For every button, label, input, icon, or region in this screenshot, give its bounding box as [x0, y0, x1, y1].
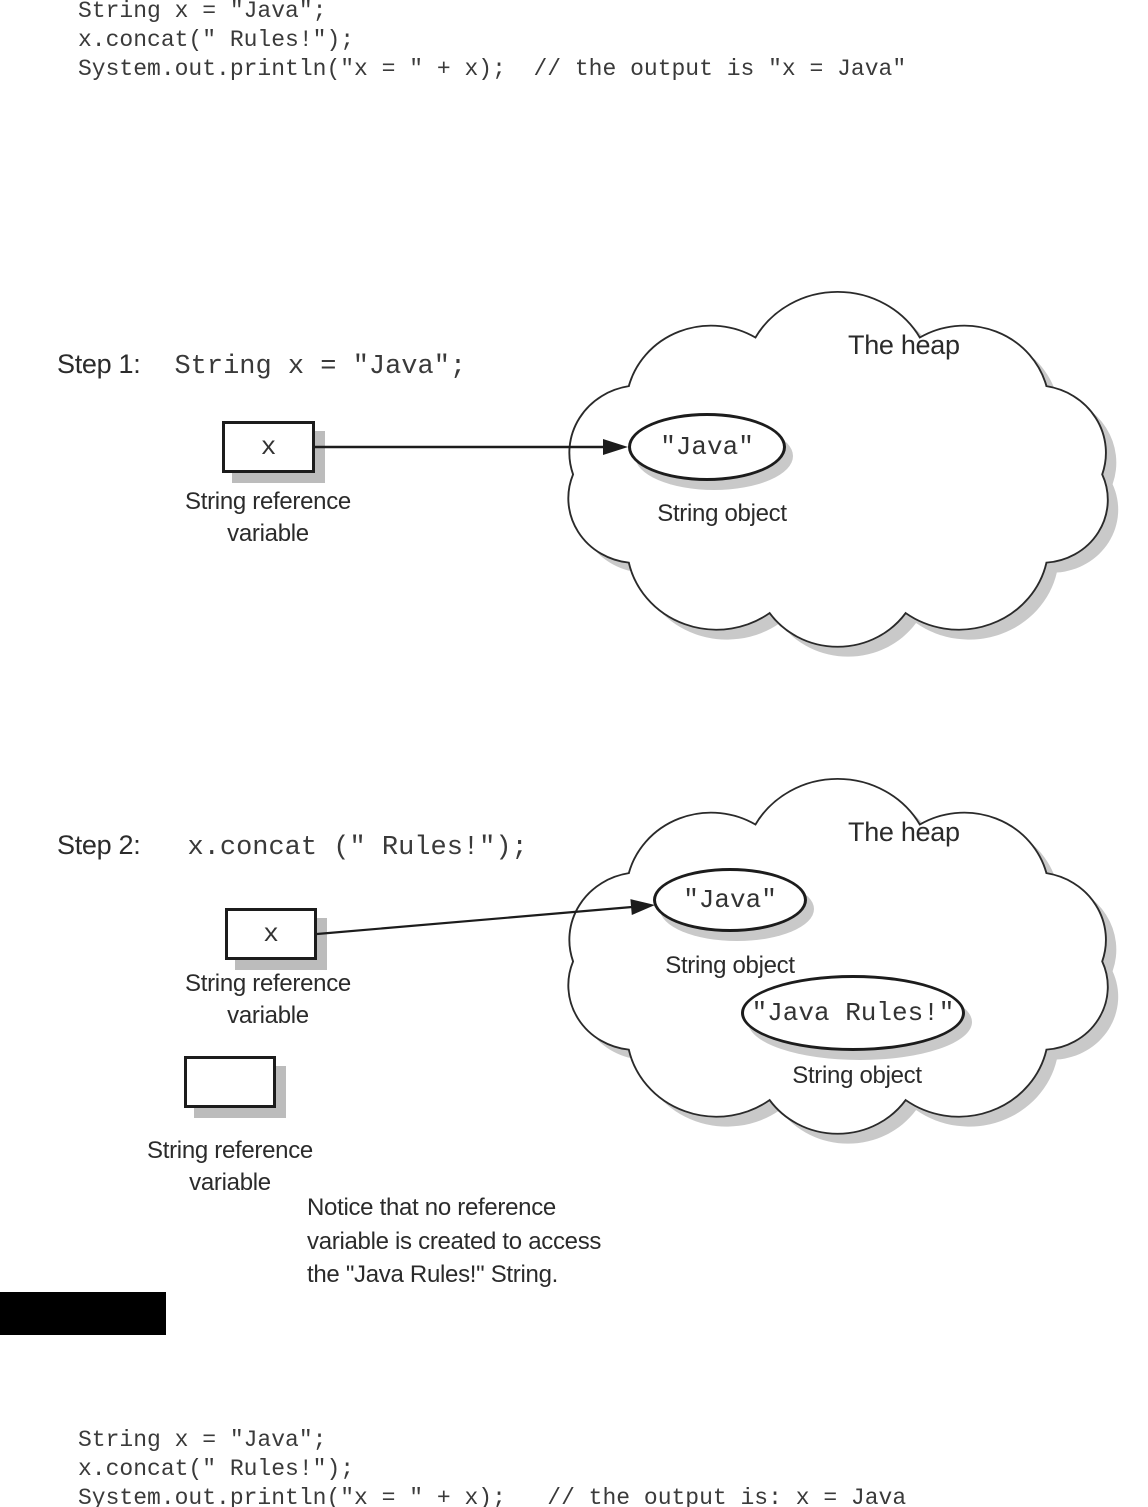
step1-heading: Step 1: String x = "Java"; [57, 349, 466, 382]
step2-string-object-java-rules: "Java Rules!" [741, 975, 965, 1051]
cloud-outline [567, 291, 1109, 648]
step2-reference-box: x [225, 908, 317, 960]
caption-line: variable [189, 1169, 271, 1196]
step2-string-object-java: "Java" [653, 868, 807, 932]
string-object-value: "Java Rules!" [751, 998, 955, 1028]
code-line: String x = "Java"; [78, 0, 327, 24]
note-line: the "Java Rules!" String. [307, 1261, 558, 1288]
step2-heading: Step 2: x.concat (" Rules!"); [57, 830, 528, 863]
step1-reference-caption: String reference variable [178, 486, 358, 550]
code-line: System.out.println("x = " + x); // the o… [78, 1485, 907, 1507]
step1-string-object-java: "Java" [628, 413, 786, 481]
step2-empty-box-caption: String reference variable [140, 1135, 320, 1199]
step1-label: Step 1: [57, 349, 141, 379]
reference-arrow-icon [316, 899, 655, 936]
code-line: x.concat(" Rules!"); [78, 27, 355, 53]
step2-string-object1-caption: String object [665, 952, 795, 979]
string-object-value: "Java" [683, 885, 777, 915]
step2-code: x.concat (" Rules!"); [187, 833, 528, 863]
step2-empty-reference-box [184, 1056, 276, 1108]
bottom-code-block: String x = "Java"; x.concat(" Rules!"); … [78, 1426, 906, 1507]
redaction-bar [0, 1292, 166, 1335]
caption-line: variable [227, 520, 309, 547]
top-code-block: String x = "Java"; x.concat(" Rules!"); … [78, 0, 906, 84]
step1-code: String x = "Java"; [174, 352, 467, 382]
caption-line: variable [227, 1002, 309, 1029]
step1-reference-box: x [222, 421, 315, 473]
heap-cloud [567, 291, 1119, 657]
step2-reference-value: x [263, 919, 279, 949]
caption-line: String reference [185, 970, 351, 997]
step2-note: Notice that no reference variable is cre… [307, 1191, 601, 1292]
step2-label: Step 2: [57, 830, 141, 860]
reference-arrow-icon [315, 439, 628, 455]
code-line: String x = "Java"; [78, 1427, 327, 1453]
code-line: System.out.println("x = " + x); // the o… [78, 56, 907, 82]
step2-string-object2-caption: String object [792, 1062, 922, 1089]
step1-heap-title: The heap [848, 330, 960, 360]
note-line: Notice that no reference [307, 1194, 556, 1221]
caption-line: String reference [185, 488, 351, 515]
step2-reference-caption: String reference variable [178, 968, 358, 1032]
code-line: x.concat(" Rules!"); [78, 1456, 355, 1482]
string-object-value: "Java" [660, 432, 754, 462]
step1-string-object-caption: String object [657, 500, 787, 527]
step1-reference-value: x [260, 432, 277, 462]
note-line: variable is created to access [307, 1227, 602, 1255]
caption-line: String reference [147, 1137, 313, 1164]
cloud-outline [567, 778, 1109, 1135]
step2-heap-title: The heap [848, 817, 960, 847]
